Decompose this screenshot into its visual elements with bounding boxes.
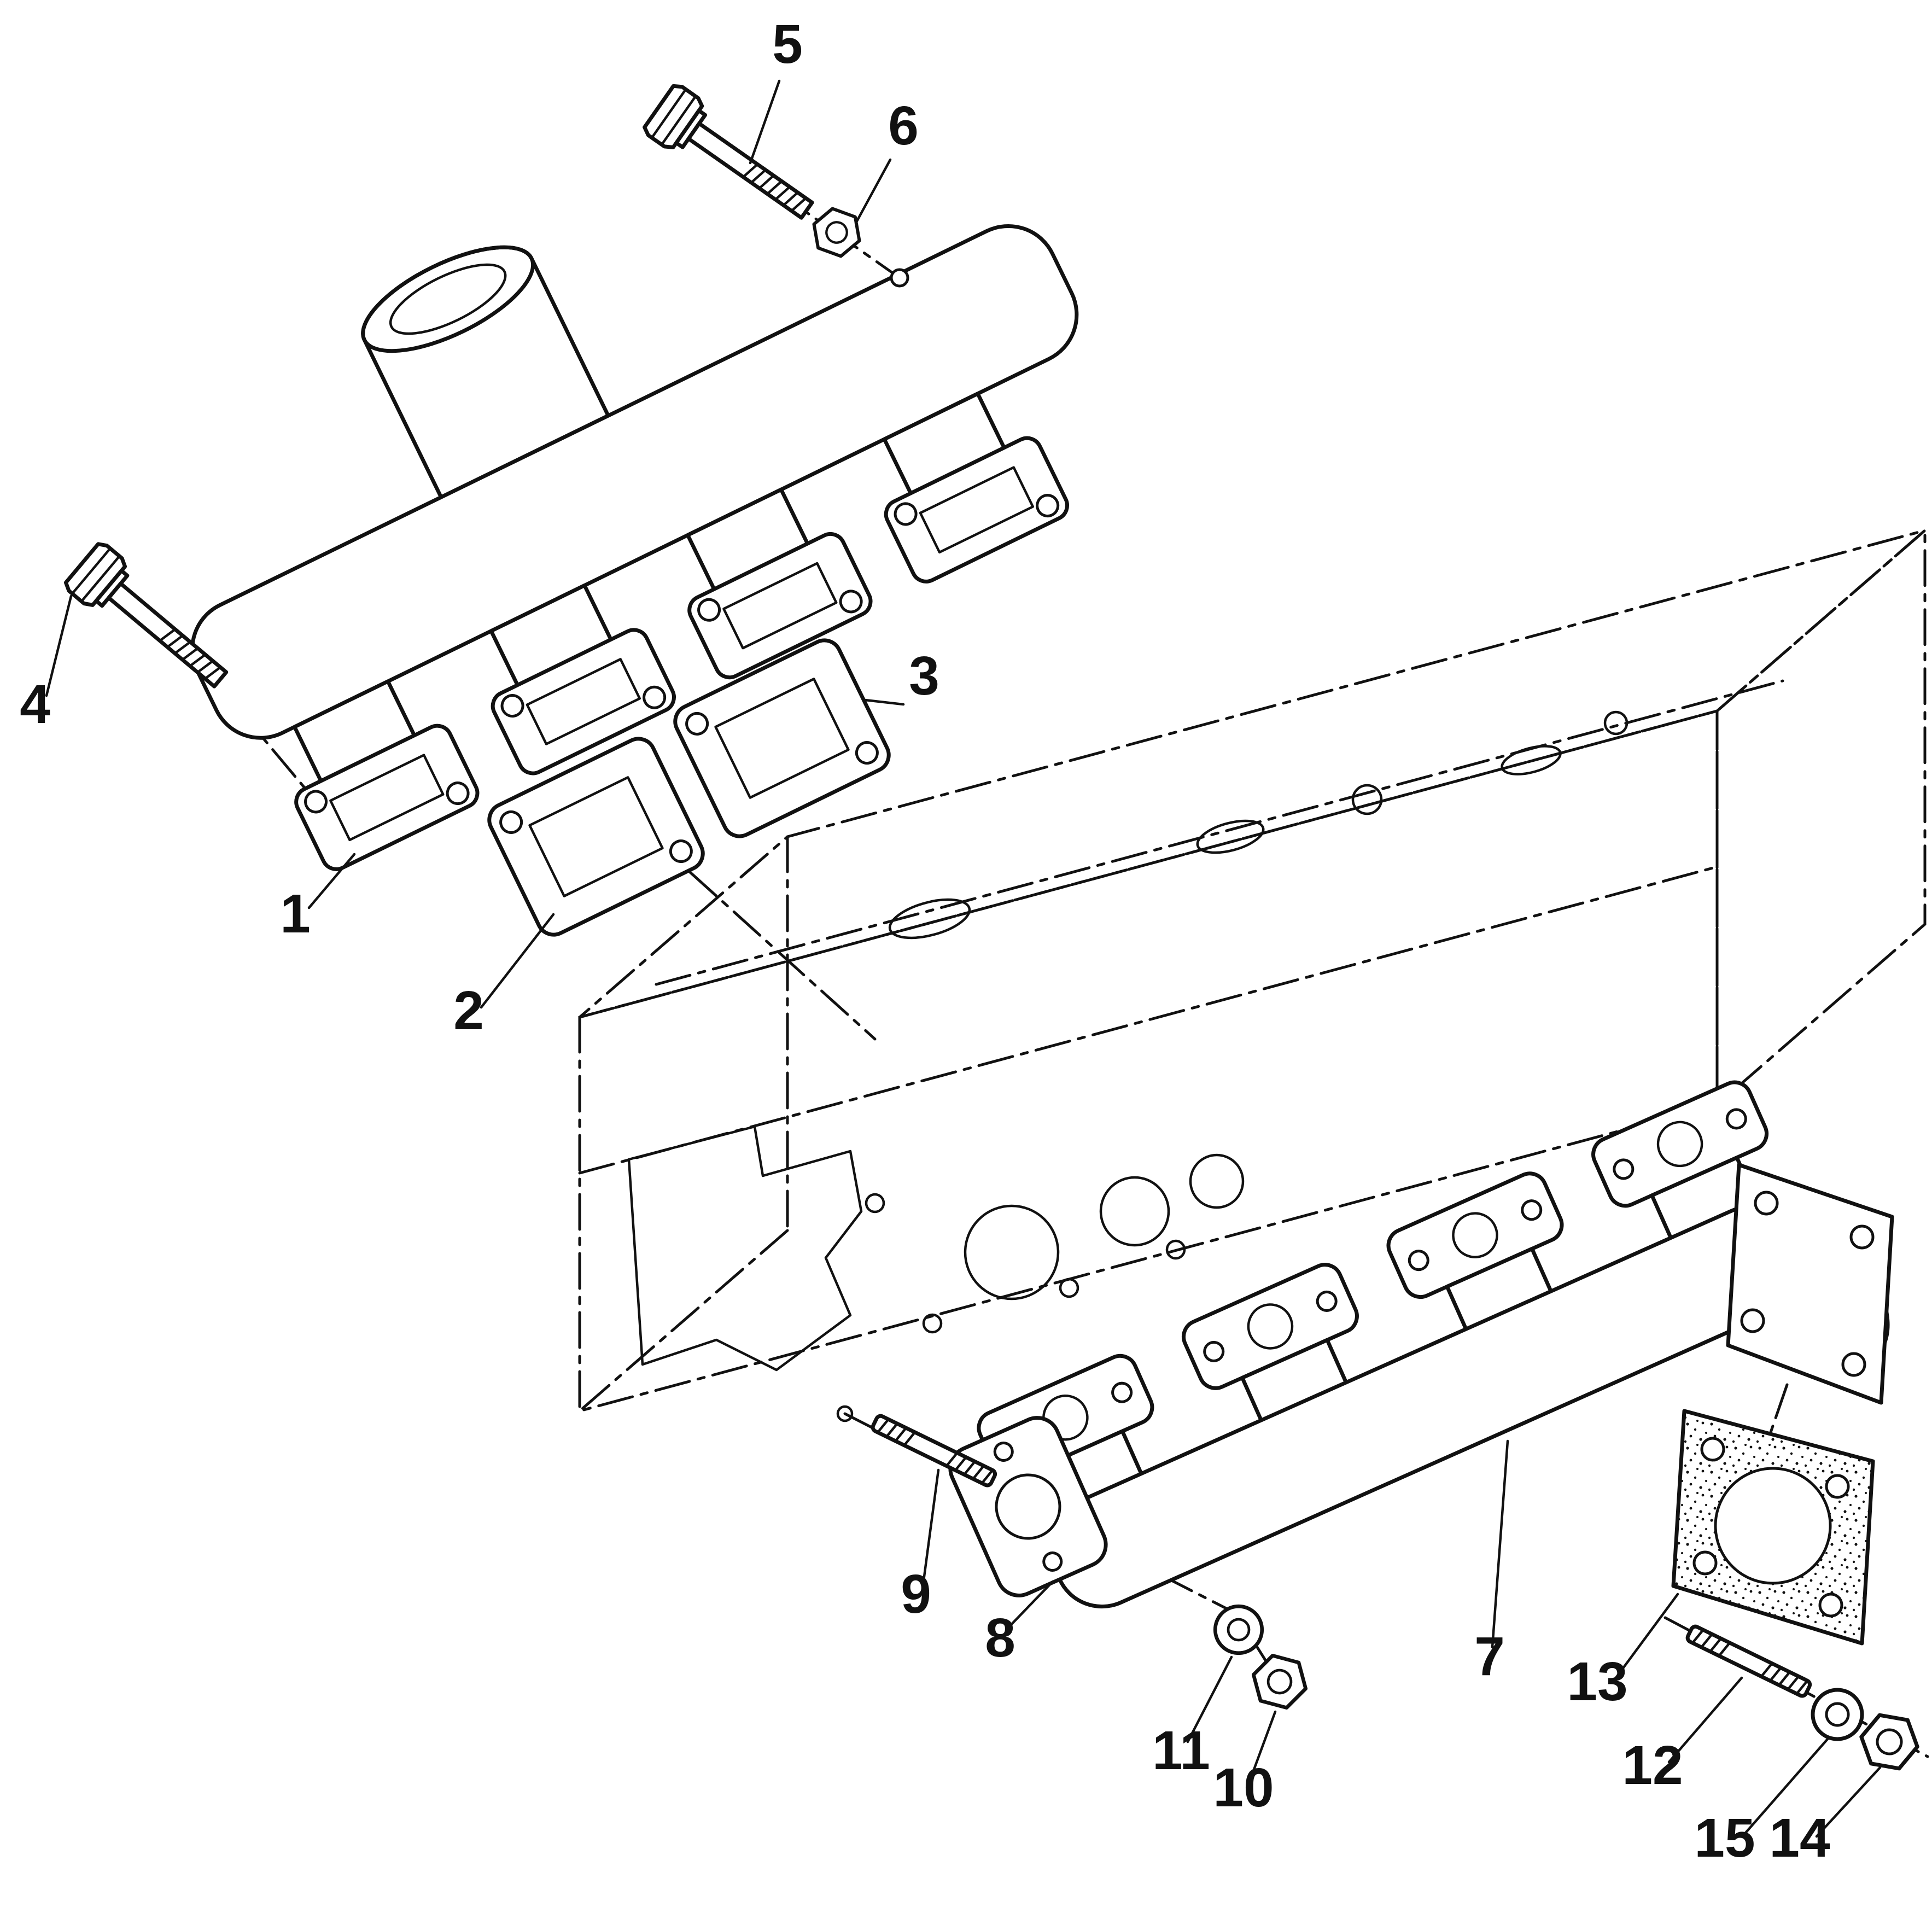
stud-12 (1686, 1625, 1811, 1698)
callout-2-label: 2 (453, 980, 484, 1041)
leader-9 (921, 1468, 940, 1586)
leader-8 (1006, 1580, 1054, 1630)
outlet-gasket-13 (1671, 1409, 1875, 1646)
block-top-bosses (888, 710, 1629, 940)
callout-8-label: 8 (985, 1607, 1015, 1669)
callout-14-label: 14 (1769, 1807, 1830, 1869)
port-gasket-2 (487, 737, 705, 937)
callout-10-label: 10 (1213, 1757, 1274, 1818)
intake-manifold (190, 224, 1079, 871)
manifold-flange-3 (687, 532, 873, 680)
callout-5-label: 5 (772, 14, 803, 75)
outlet-flange (1726, 1163, 1894, 1405)
manifold-bolt-boss (890, 268, 909, 288)
leader-14 (1815, 1766, 1882, 1838)
centerline-gasket2 (688, 871, 877, 1041)
leader-13 (1613, 1593, 1679, 1682)
manifold-body (190, 224, 1079, 740)
callout-12-label: 12 (1622, 1735, 1683, 1796)
manifold-flange-4 (884, 436, 1069, 584)
exhaust-flange-4 (1591, 1080, 1768, 1208)
exhaust-port-gasket-8 (948, 1416, 1108, 1597)
callout-6-label: 6 (888, 95, 919, 156)
engine-block-top-face (579, 529, 1926, 1019)
centerline-gasket13 (1764, 1383, 1789, 1450)
stud-hole (836, 1405, 854, 1422)
callout-11-label: 11 (1152, 1720, 1210, 1781)
washer-11 (1215, 1606, 1262, 1653)
engine-block (578, 527, 1927, 1422)
lock-washer-15 (1813, 1690, 1862, 1739)
hex-bolt-5 (642, 83, 824, 235)
exhaust-flange-3 (1386, 1171, 1564, 1299)
callout-3-label: 3 (909, 645, 939, 707)
callout-1-label: 1 (280, 883, 311, 944)
callout-15-label: 15 (1694, 1807, 1755, 1869)
leader-6 (854, 158, 892, 225)
hex-nut-10 (1247, 1652, 1312, 1711)
callout-13-label: 13 (1567, 1651, 1627, 1712)
port-gasket-3 (673, 638, 891, 838)
inlet-bore (389, 263, 507, 335)
leader-12 (1667, 1676, 1743, 1764)
leader-7 (1491, 1439, 1509, 1649)
leader-lines (45, 79, 1882, 1838)
hex-nut-14 (1857, 1713, 1922, 1771)
leader-4 (45, 594, 73, 697)
hex-nut-6 (807, 205, 866, 260)
callout-4-label: 4 (20, 674, 50, 735)
leader-5 (749, 79, 781, 165)
manifold-flange-1 (294, 724, 480, 871)
leader-2 (480, 913, 555, 1009)
leader-15 (1742, 1737, 1829, 1837)
engine-block-right-face (1715, 527, 1927, 1108)
manifold-flange-2 (491, 628, 676, 775)
exhaust-flange-2 (1182, 1263, 1359, 1390)
leader-11 (1186, 1655, 1233, 1743)
callout-labels: 1 2 3 4 5 6 7 8 9 10 11 12 13 14 15 (20, 14, 1830, 1869)
callout-9-label: 9 (901, 1564, 931, 1625)
inlet-opening-rim (361, 245, 535, 353)
leader-1 (307, 853, 356, 909)
leader-3 (863, 698, 905, 706)
head-face-ports (627, 1125, 1245, 1372)
callout-7-label: 7 (1474, 1626, 1505, 1687)
leader-10 (1249, 1710, 1277, 1780)
